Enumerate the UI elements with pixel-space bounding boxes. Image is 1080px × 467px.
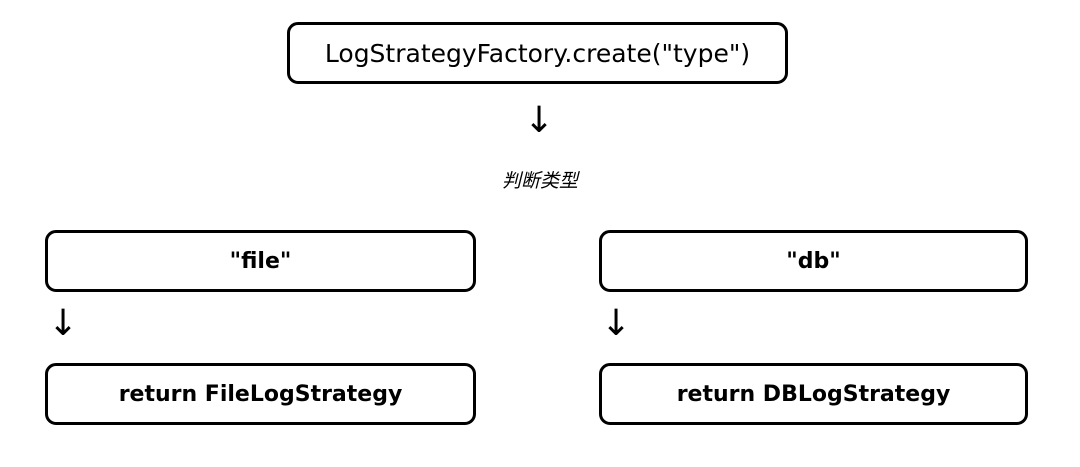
file-case-node: "file" [45, 230, 476, 292]
factory-create-label: LogStrategyFactory.create("type") [324, 38, 751, 68]
down-arrow-icon: ↓ [48, 303, 79, 344]
factory-create-node: LogStrategyFactory.create("type") [287, 22, 788, 84]
db-case-label: "db" [786, 248, 841, 274]
db-return-node: return DBLogStrategy [599, 363, 1028, 425]
decision-label: 判断类型 [501, 170, 578, 192]
db-return-label: return DBLogStrategy [676, 381, 951, 407]
db-case-node: "db" [599, 230, 1028, 292]
file-case-label: "file" [229, 248, 292, 274]
file-return-node: return FileLogStrategy [45, 363, 476, 425]
file-return-label: return FileLogStrategy [118, 381, 403, 407]
down-arrow-icon: ↓ [524, 100, 555, 141]
down-arrow-icon: ↓ [601, 303, 632, 344]
